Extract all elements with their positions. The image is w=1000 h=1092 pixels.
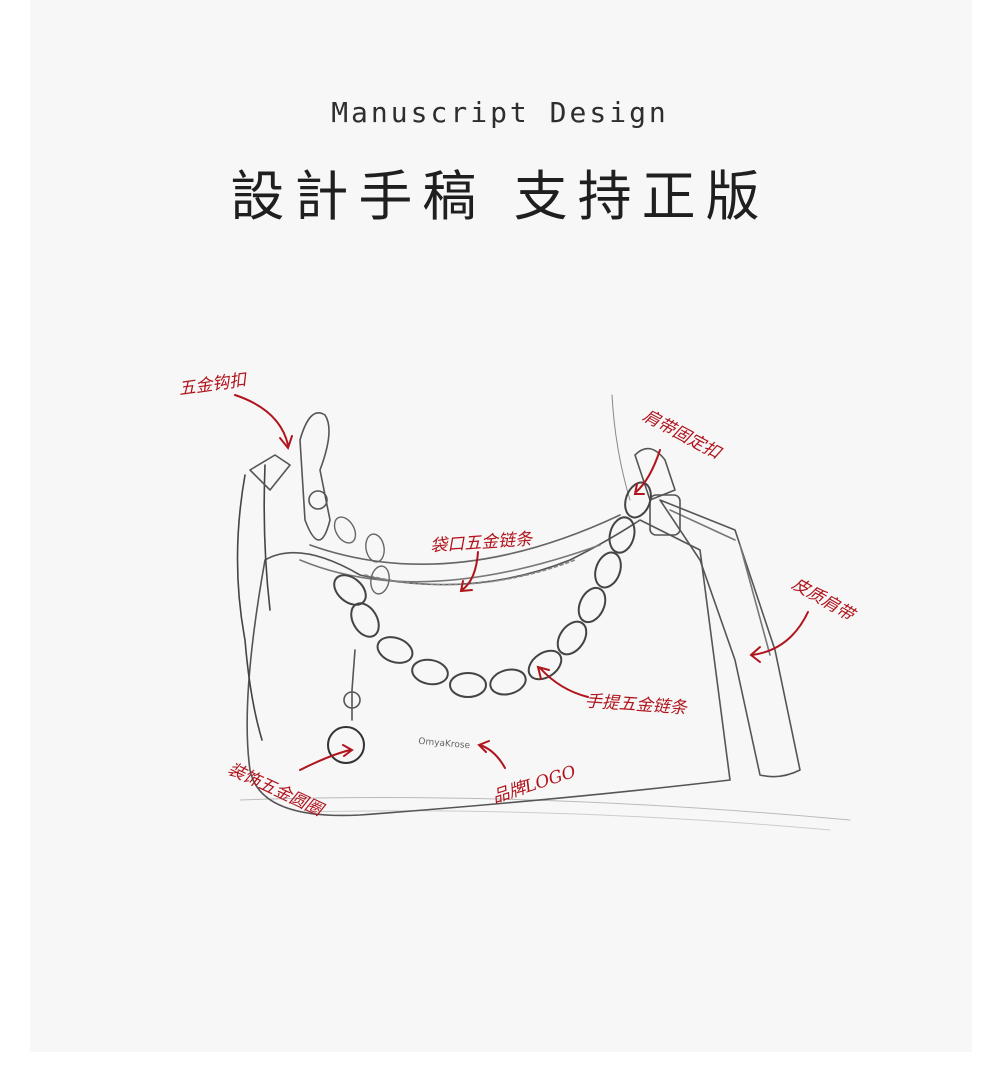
- page-title: 設計手稿 支持正版: [230, 165, 770, 228]
- strap-fix-buckle: [634, 447, 676, 501]
- handle-chain: [333, 481, 652, 698]
- ornament-ring: [327, 726, 365, 764]
- leather-strap: [659, 499, 801, 778]
- subtitle: Manuscript Design: [331, 96, 669, 129]
- bag-body: [246, 519, 731, 817]
- left-hook: [299, 412, 331, 541]
- bag-logo: OmyaKrose: [418, 737, 471, 752]
- background-panel: [30, 0, 972, 1052]
